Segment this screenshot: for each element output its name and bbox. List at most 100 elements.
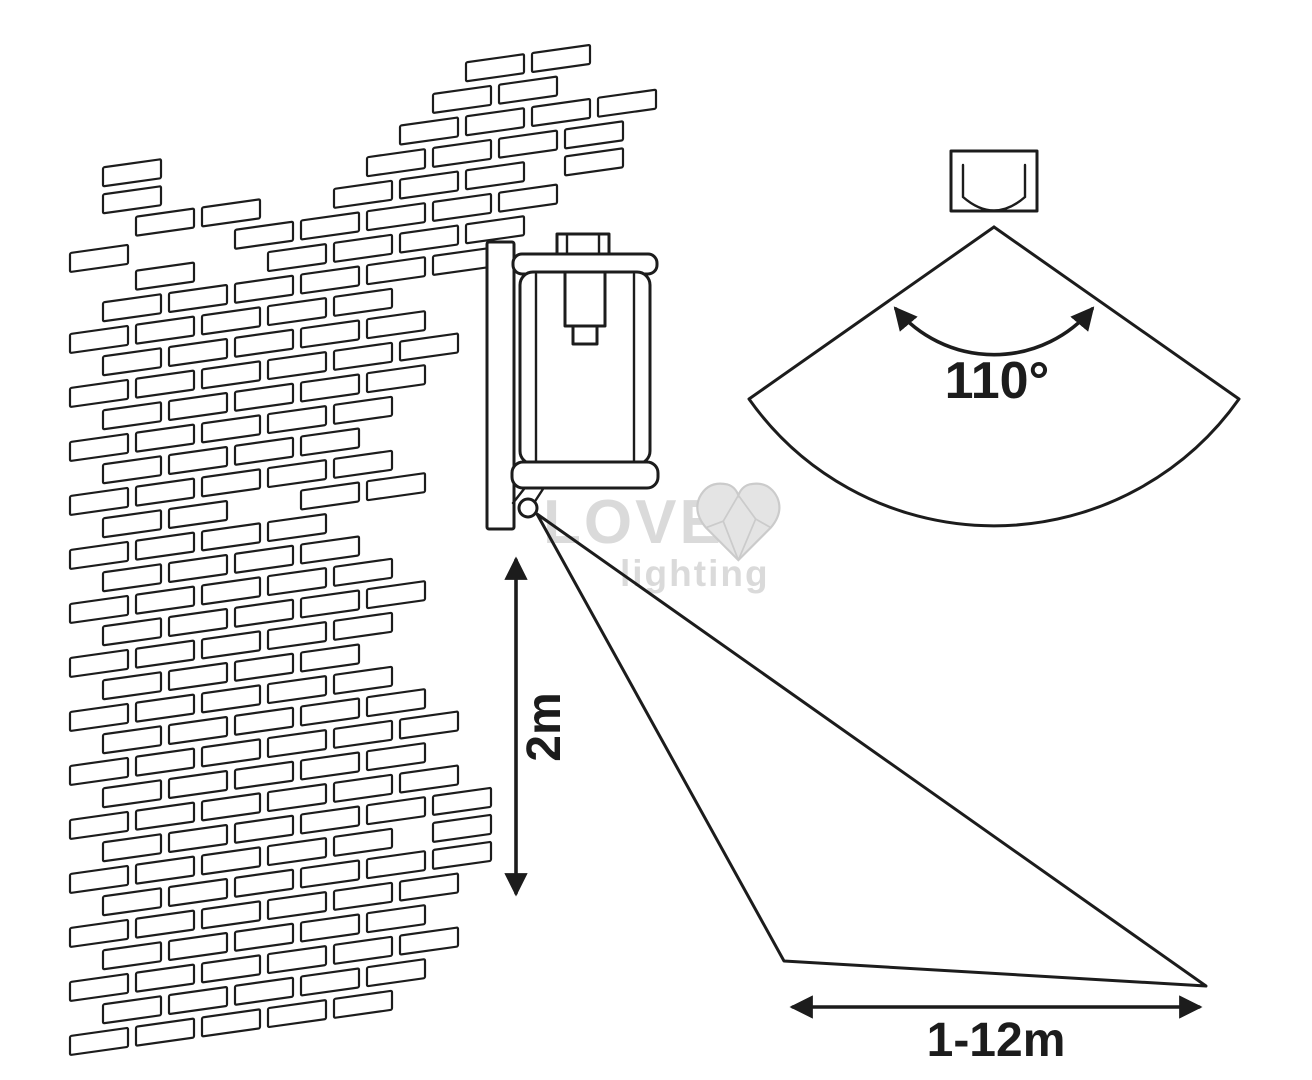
brick: [299, 427, 361, 457]
brick: [200, 360, 262, 390]
brick: [167, 608, 229, 638]
brick: [332, 935, 394, 965]
brick: [299, 643, 361, 673]
brick: [134, 315, 196, 345]
height-arrow: 2m: [504, 556, 571, 897]
sensor-lens: [961, 163, 1027, 212]
brick: [233, 544, 295, 574]
brick: [167, 878, 229, 908]
brick: [134, 585, 196, 615]
brick: [101, 158, 163, 188]
watermark: LOVE lighting: [543, 482, 781, 594]
brick: [365, 364, 427, 394]
pir-sensor-knob: [517, 497, 539, 519]
brick: [200, 468, 262, 498]
brick: [365, 256, 427, 286]
brick: [233, 652, 295, 682]
brick: [299, 589, 361, 619]
watermark-word1: LOVE: [543, 488, 724, 557]
brick: [464, 107, 526, 137]
brick: [431, 840, 493, 870]
mount-plate: [485, 240, 516, 531]
brick: [68, 378, 130, 408]
brick: [266, 999, 328, 1029]
brick: [134, 909, 196, 939]
brick: [530, 98, 592, 127]
brick: [68, 756, 130, 786]
bulb-holder: [563, 270, 607, 328]
brick: [299, 535, 361, 565]
brick: [101, 941, 163, 971]
brick: [101, 509, 163, 539]
brick: [134, 477, 196, 507]
brick: [200, 522, 262, 552]
brick: [299, 481, 361, 511]
brick: [68, 432, 130, 462]
brick: [68, 648, 130, 678]
brick: [299, 373, 361, 403]
brick: [332, 395, 394, 425]
brick: [431, 84, 493, 114]
brick: [233, 274, 295, 304]
brick: [200, 846, 262, 876]
brick: [530, 44, 592, 73]
brick: [266, 837, 328, 867]
brick: [497, 75, 559, 105]
range-label: 1-12m: [927, 1014, 1066, 1067]
brick: [134, 261, 196, 291]
brick: [134, 963, 196, 993]
brick: [332, 179, 394, 209]
brick: [266, 729, 328, 759]
brick: [332, 233, 394, 263]
brick: [431, 246, 493, 276]
brick: [134, 693, 196, 723]
brick: [134, 639, 196, 669]
brick: [266, 945, 328, 975]
brick: [233, 598, 295, 628]
brick: [332, 881, 394, 911]
brick: [497, 129, 559, 159]
brick: [398, 116, 460, 146]
brick: [134, 369, 196, 399]
brick: [398, 170, 460, 200]
brick: [431, 813, 493, 843]
brick: [68, 1026, 130, 1056]
angle-label: 110°: [945, 352, 1050, 410]
brick: [398, 872, 460, 902]
brick: [299, 805, 361, 835]
brick: [332, 449, 394, 479]
brick: [101, 887, 163, 917]
brick: [68, 918, 130, 948]
brick: [101, 617, 163, 647]
brick: [365, 148, 427, 178]
brick: [68, 243, 130, 273]
brick: [332, 827, 394, 857]
brick: [101, 779, 163, 809]
brick: [68, 594, 130, 624]
glass-edges: [534, 272, 636, 464]
brick: [200, 738, 262, 768]
brick: [431, 192, 493, 222]
brick: [167, 716, 229, 746]
brick: [365, 472, 427, 502]
brick: [431, 786, 493, 816]
brick: [266, 459, 328, 489]
brick: [101, 563, 163, 593]
detection-beam: [535, 512, 1208, 988]
brick: [200, 306, 262, 336]
brick: [332, 287, 394, 317]
brick: [101, 401, 163, 431]
brick: [332, 557, 394, 587]
brick: [68, 864, 130, 894]
brick: [266, 297, 328, 327]
brick: [299, 319, 361, 349]
brick: [167, 770, 229, 800]
brick: [266, 891, 328, 921]
brick: [101, 995, 163, 1025]
brick: [398, 224, 460, 254]
brick: [431, 138, 493, 168]
brick: [200, 900, 262, 930]
brick: [464, 215, 526, 245]
detection-fan: [747, 225, 1241, 528]
brick: [266, 513, 328, 543]
